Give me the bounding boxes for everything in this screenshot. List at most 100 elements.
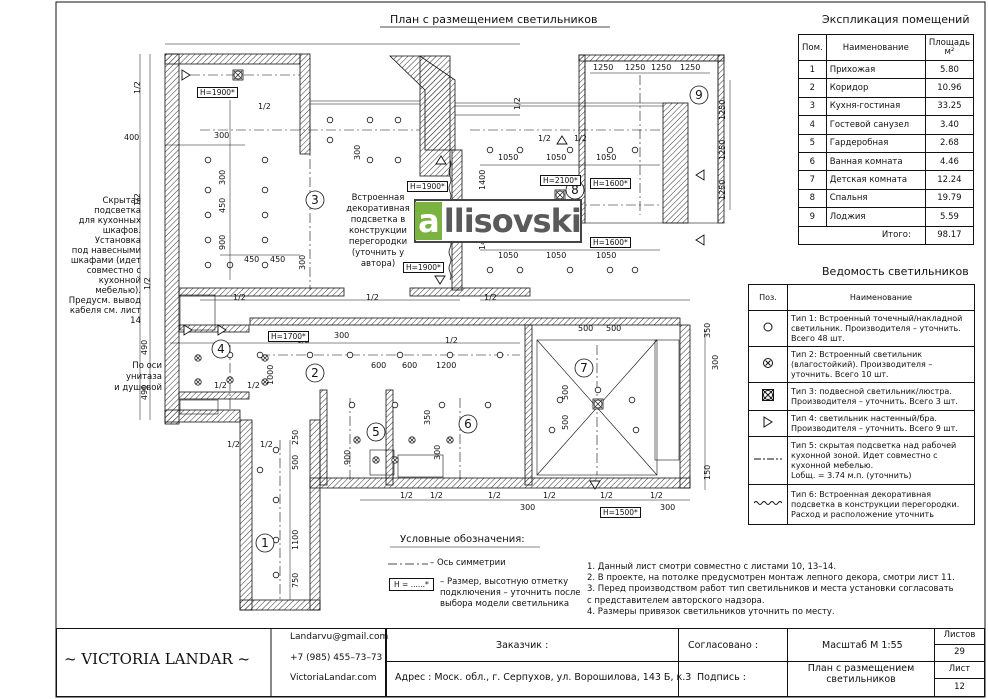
explication-room-area: 5.80 bbox=[924, 59, 975, 80]
room-number-5: 5 bbox=[366, 422, 386, 442]
svg-text:1/2: 1/2 bbox=[227, 440, 240, 449]
svg-text:1/2: 1/2 bbox=[143, 277, 152, 290]
schedule-description: Тип 5: скрытая подсветка над рабочей кухо… bbox=[787, 436, 975, 485]
fixture-type4-icon bbox=[181, 69, 191, 81]
svg-text:300: 300 bbox=[433, 445, 442, 460]
fixture-type1-icon bbox=[366, 156, 374, 164]
sheet-label: Лист bbox=[948, 664, 971, 674]
svg-text:1/2: 1/2 bbox=[214, 381, 227, 390]
fixture-type1-icon bbox=[438, 401, 446, 409]
fixture-type1-icon bbox=[256, 466, 264, 474]
fixture-type1-icon bbox=[486, 146, 494, 154]
svg-text:1/2: 1/2 bbox=[513, 97, 522, 110]
svg-text:300: 300 bbox=[520, 503, 535, 512]
kitchen-note-line: совместно с bbox=[86, 266, 141, 276]
schedule-line: Тип 5: скрытая подсветка над рабочей bbox=[791, 440, 957, 450]
fixtures-layer bbox=[181, 69, 705, 579]
room3-note-line: декоративная bbox=[346, 204, 410, 214]
svg-text:1000: 1000 bbox=[266, 365, 275, 385]
schedule-row: Тип 2: Встроенный светильник(влагостойки… bbox=[748, 346, 975, 383]
svg-text:1200: 1200 bbox=[436, 361, 456, 370]
svg-text:1100: 1100 bbox=[291, 530, 300, 550]
address-text: Адрес : Моск. обл., г. Серпухов, ул. Вор… bbox=[395, 672, 692, 683]
kitchen-note-line: под навесными bbox=[71, 246, 141, 256]
explication-room-area: 4.46 bbox=[924, 151, 975, 172]
explication-header-name: Наименование bbox=[825, 34, 926, 61]
plan-title: План с размещением светильников bbox=[390, 13, 598, 26]
schedule-line: кухонной мебелью. bbox=[791, 460, 874, 470]
svg-text:7: 7 bbox=[580, 361, 588, 375]
svg-text:900: 900 bbox=[218, 235, 227, 250]
explication-room-num: 3 bbox=[798, 96, 827, 117]
svg-text:1: 1 bbox=[261, 536, 269, 550]
axis-note-line: и душевой bbox=[114, 383, 162, 393]
room3-note-line: Встроенная bbox=[351, 193, 405, 203]
explication-room-num: 7 bbox=[798, 170, 827, 190]
fixture-type1-icon bbox=[204, 186, 212, 194]
fixture-type1-icon bbox=[391, 401, 399, 409]
watermark-letter: a bbox=[415, 202, 442, 240]
legend-axis-text: – Ось симметрии bbox=[430, 558, 506, 568]
legend-note-line: выбора модели светильника bbox=[440, 599, 570, 609]
fixture-type1-icon bbox=[204, 236, 212, 244]
fixture-type1-icon bbox=[366, 116, 374, 124]
fixture-type4-icon bbox=[695, 234, 705, 246]
schedule-description: Тип 3: подвесной светильник/люстра.Произ… bbox=[787, 382, 975, 411]
contact-website[interactable]: VictoriaLandar.com bbox=[290, 673, 377, 683]
square-x-icon bbox=[748, 382, 788, 411]
height-marker: H=1500* bbox=[600, 507, 641, 518]
fixture-type1-icon bbox=[326, 116, 334, 124]
room-number-4: 4 bbox=[211, 339, 231, 359]
svg-text:500: 500 bbox=[606, 324, 621, 333]
schedule-line: Тип 2: Встроенный светильник bbox=[791, 349, 923, 359]
fixture-type1-icon bbox=[261, 186, 269, 194]
fixture-type1-icon bbox=[628, 396, 636, 404]
explication-room-name: Кухня-гостиная bbox=[825, 96, 926, 117]
svg-text:750: 750 bbox=[291, 573, 300, 588]
contact-email[interactable]: Landarvu@gmail.com bbox=[290, 632, 389, 642]
fixture-type1-icon bbox=[631, 146, 639, 154]
svg-text:1/2: 1/2 bbox=[233, 293, 246, 302]
svg-text:5: 5 bbox=[372, 425, 380, 439]
schedule-line: Тип 6: Встроенная декоративная bbox=[791, 489, 932, 499]
explication-room-num: 5 bbox=[798, 133, 827, 153]
svg-text:1/2: 1/2 bbox=[543, 491, 556, 500]
kitchen-note-line: шкафов. Установка bbox=[94, 226, 141, 246]
explication-room-name: Ванная комната bbox=[825, 151, 926, 172]
schedule-description: Тип 2: Встроенный светильник(влагостойки… bbox=[787, 346, 975, 383]
svg-text:1/2: 1/2 bbox=[574, 134, 587, 143]
explication-room-num: 9 bbox=[798, 207, 827, 227]
svg-text:1/2: 1/2 bbox=[133, 81, 142, 94]
fixture-type1-icon bbox=[631, 266, 639, 274]
contact-phone[interactable]: +7 (985) 455–73–73 bbox=[290, 653, 383, 663]
explication-total-label: Итого: bbox=[798, 225, 926, 245]
fixture-type2-icon bbox=[226, 376, 234, 384]
kitchen-note-line: кабеля см. лист 14 bbox=[69, 306, 141, 326]
fixture-type1-icon bbox=[272, 496, 280, 504]
svg-text:350: 350 bbox=[703, 323, 712, 338]
explication-room-num: 4 bbox=[798, 115, 827, 135]
svg-text:500: 500 bbox=[291, 455, 300, 470]
svg-text:3: 3 bbox=[311, 193, 319, 207]
kitchen-note-line: Предусм. вывод bbox=[68, 296, 141, 306]
explication-header-num: Пом. bbox=[798, 34, 827, 61]
sheet-value: 12 bbox=[954, 682, 965, 692]
schedule-header-name: Наименование bbox=[787, 284, 975, 311]
schedule-line: Lобщ. = 3.74 м.п. (уточнить) bbox=[791, 470, 912, 480]
fixture-type2-icon bbox=[408, 436, 416, 444]
fixture-type1-icon bbox=[346, 351, 354, 359]
explication-room-name: Коридор bbox=[825, 78, 926, 98]
explication-room-area: 3.40 bbox=[924, 115, 975, 135]
schedule-line: светильник. Производителя – уточнить. bbox=[791, 323, 961, 333]
explication-room-name: Гостевой санузел bbox=[825, 115, 926, 135]
svg-text:490: 490 bbox=[140, 340, 149, 355]
